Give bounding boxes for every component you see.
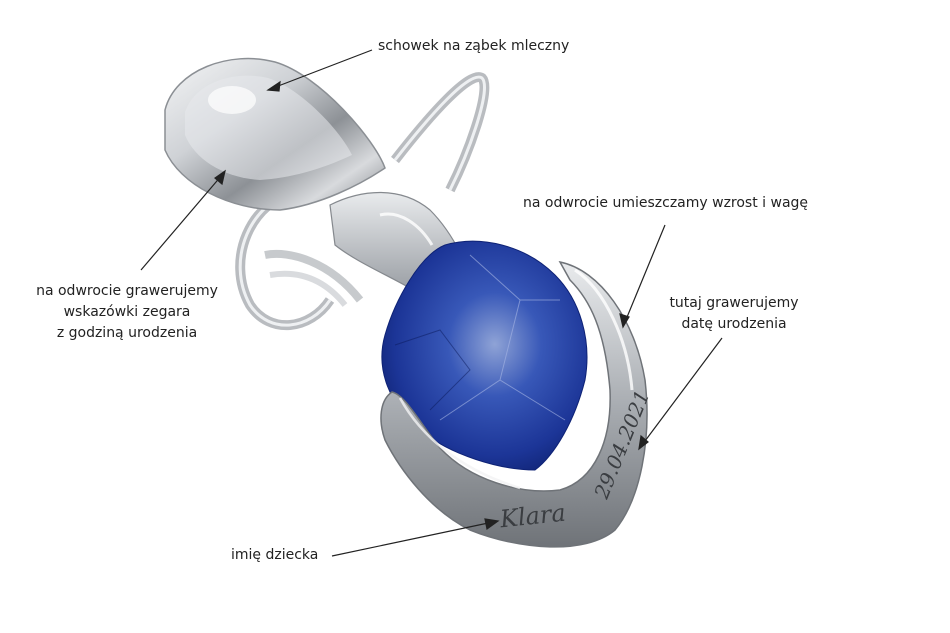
arrowhead-weight <box>619 313 630 329</box>
leader-line-name <box>331 521 494 557</box>
tooth-compartment <box>164 57 386 211</box>
label-birth-date-line-1: tutaj grawerujemy <box>669 295 799 311</box>
arrowhead-clock <box>214 169 226 186</box>
label-tooth-compartment: schowek na ząbek mleczny <box>378 38 570 54</box>
leader-line-weight <box>624 224 666 323</box>
leader-line-clock <box>140 174 223 271</box>
arrowhead-name <box>484 518 500 531</box>
label-clock-back-line-2: wskazówki zegara <box>63 304 191 320</box>
label-child-name: imię dziecka <box>231 547 319 563</box>
label-birth-date-line-2: datę urodzenia <box>681 316 787 332</box>
label-clock-back: na odwrocie grawerujemy wskazówki zegara… <box>32 281 222 344</box>
arrowhead-tooth <box>266 80 281 92</box>
label-birth-date: tutaj grawerujemy datę urodzenia <box>664 293 804 335</box>
leader-line-tooth <box>272 49 373 89</box>
heart-crystal <box>381 240 588 471</box>
label-clock-back-line-1: na odwrocie grawerujemy <box>36 283 218 299</box>
label-clock-back-line-3: z godziną urodzenia <box>56 325 198 341</box>
arrowhead-date <box>638 434 649 451</box>
leader-line-date <box>641 337 723 446</box>
annotation-lines <box>140 49 723 557</box>
label-height-weight-back: na odwrocie umieszczamy wzrost i wagę <box>523 195 809 211</box>
engraved-name: Klara <box>498 498 567 534</box>
